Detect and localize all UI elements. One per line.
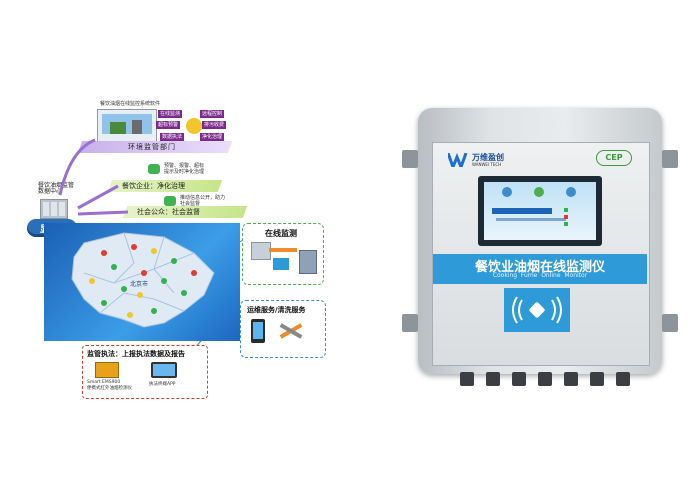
hub-label-2: 远程控制 <box>200 110 225 118</box>
speaker-icon <box>534 187 544 197</box>
enforcement-title: 监管执法：上报执法数据及报告 <box>87 350 185 358</box>
server-icon <box>40 199 68 219</box>
map-markers <box>89 244 197 318</box>
wrench-icon <box>275 321 305 341</box>
enforcement-box: 监管执法：上报执法数据及报告 Smart EMS900 便携式红外油烟检测仪 执… <box>82 345 208 399</box>
monitor-device: 万维盈创 WANWEI TECH CEP 餐饮业油烟在线监测仪 Cooking … <box>400 100 680 400</box>
mount-tab <box>402 314 418 332</box>
mount-tab <box>402 150 418 168</box>
device-label-1: Smart EMS900 便携式红外油烟检测仪 <box>87 380 132 391</box>
hub-label-3: 超标预警 <box>156 121 181 129</box>
enterprise-label: 餐饮企业：净化治理 <box>122 182 185 190</box>
software-screen <box>97 109 157 144</box>
nfc-icon <box>512 296 562 324</box>
brand-logo-icon <box>446 152 470 172</box>
fan-icon <box>502 187 512 197</box>
wechat-text-1: 预警、报警、超标 提示及时净化治理 <box>164 163 205 175</box>
brand-name: 万维盈创 <box>472 153 504 162</box>
wechat-icon <box>148 164 160 174</box>
service-box: 运维服务/清洗服务 <box>240 300 326 358</box>
environment-label: 环境监管部门 <box>128 143 176 151</box>
phone-icon <box>251 319 265 343</box>
fan-icon <box>566 187 576 197</box>
device-label-2: 执法终端APP <box>149 382 176 387</box>
cable-glands <box>460 372 630 388</box>
instrument-icon <box>95 362 119 378</box>
pipe-icon <box>269 248 297 252</box>
data-center-label: 餐饮油烟监管 数据中心 <box>38 182 75 195</box>
map-panel: 北京市 <box>44 223 240 341</box>
hub-diagram: 在线监测 远程控制 超标预警 排污收费 数据执法 净化治理 <box>156 108 226 144</box>
hub-label-1: 在线监测 <box>158 110 183 118</box>
public-label: 社会公众：社会监督 <box>137 208 200 216</box>
mount-tab <box>662 150 678 168</box>
badge-text: CEP <box>605 153 623 162</box>
wechat-icon <box>164 196 176 206</box>
product-title: 餐饮业油烟在线监测仪 <box>474 260 605 275</box>
cep-badge: CEP <box>596 150 632 166</box>
display-screen <box>478 176 602 246</box>
service-title: 运维服务/清洗服务 <box>247 306 306 314</box>
online-monitor-title: 在线监测 <box>265 229 297 238</box>
beijing-map <box>71 232 215 328</box>
wechat-text-2: 推动信息公开，助力 社会监督 <box>180 195 226 207</box>
hood-icon <box>251 242 271 260</box>
software-title: 餐饮油烟在线监控系统软件 <box>100 101 161 107</box>
brand-sub: WANWEI TECH <box>472 162 502 167</box>
hub-label-5: 数据执法 <box>160 133 185 141</box>
title-band <box>433 254 647 284</box>
nfc-panel <box>504 288 570 332</box>
fan-unit-icon <box>273 258 289 270</box>
map-city-label: 北京市 <box>130 281 149 288</box>
purifier-icon <box>299 250 317 274</box>
hub-label-4: 排污收费 <box>202 121 226 129</box>
product-subtitle: Cooking Fume Online Monitor <box>492 272 588 279</box>
mount-tab <box>662 314 678 332</box>
tablet-icon <box>151 362 177 378</box>
hub-label-6: 净化治理 <box>200 133 225 141</box>
online-monitor-box: 在线监测 <box>242 223 324 285</box>
left-diagram: 餐饮油烟在线监控系统软件 在线监测 远程控制 超标预警 排污收费 数据执法 净化… <box>27 101 326 399</box>
